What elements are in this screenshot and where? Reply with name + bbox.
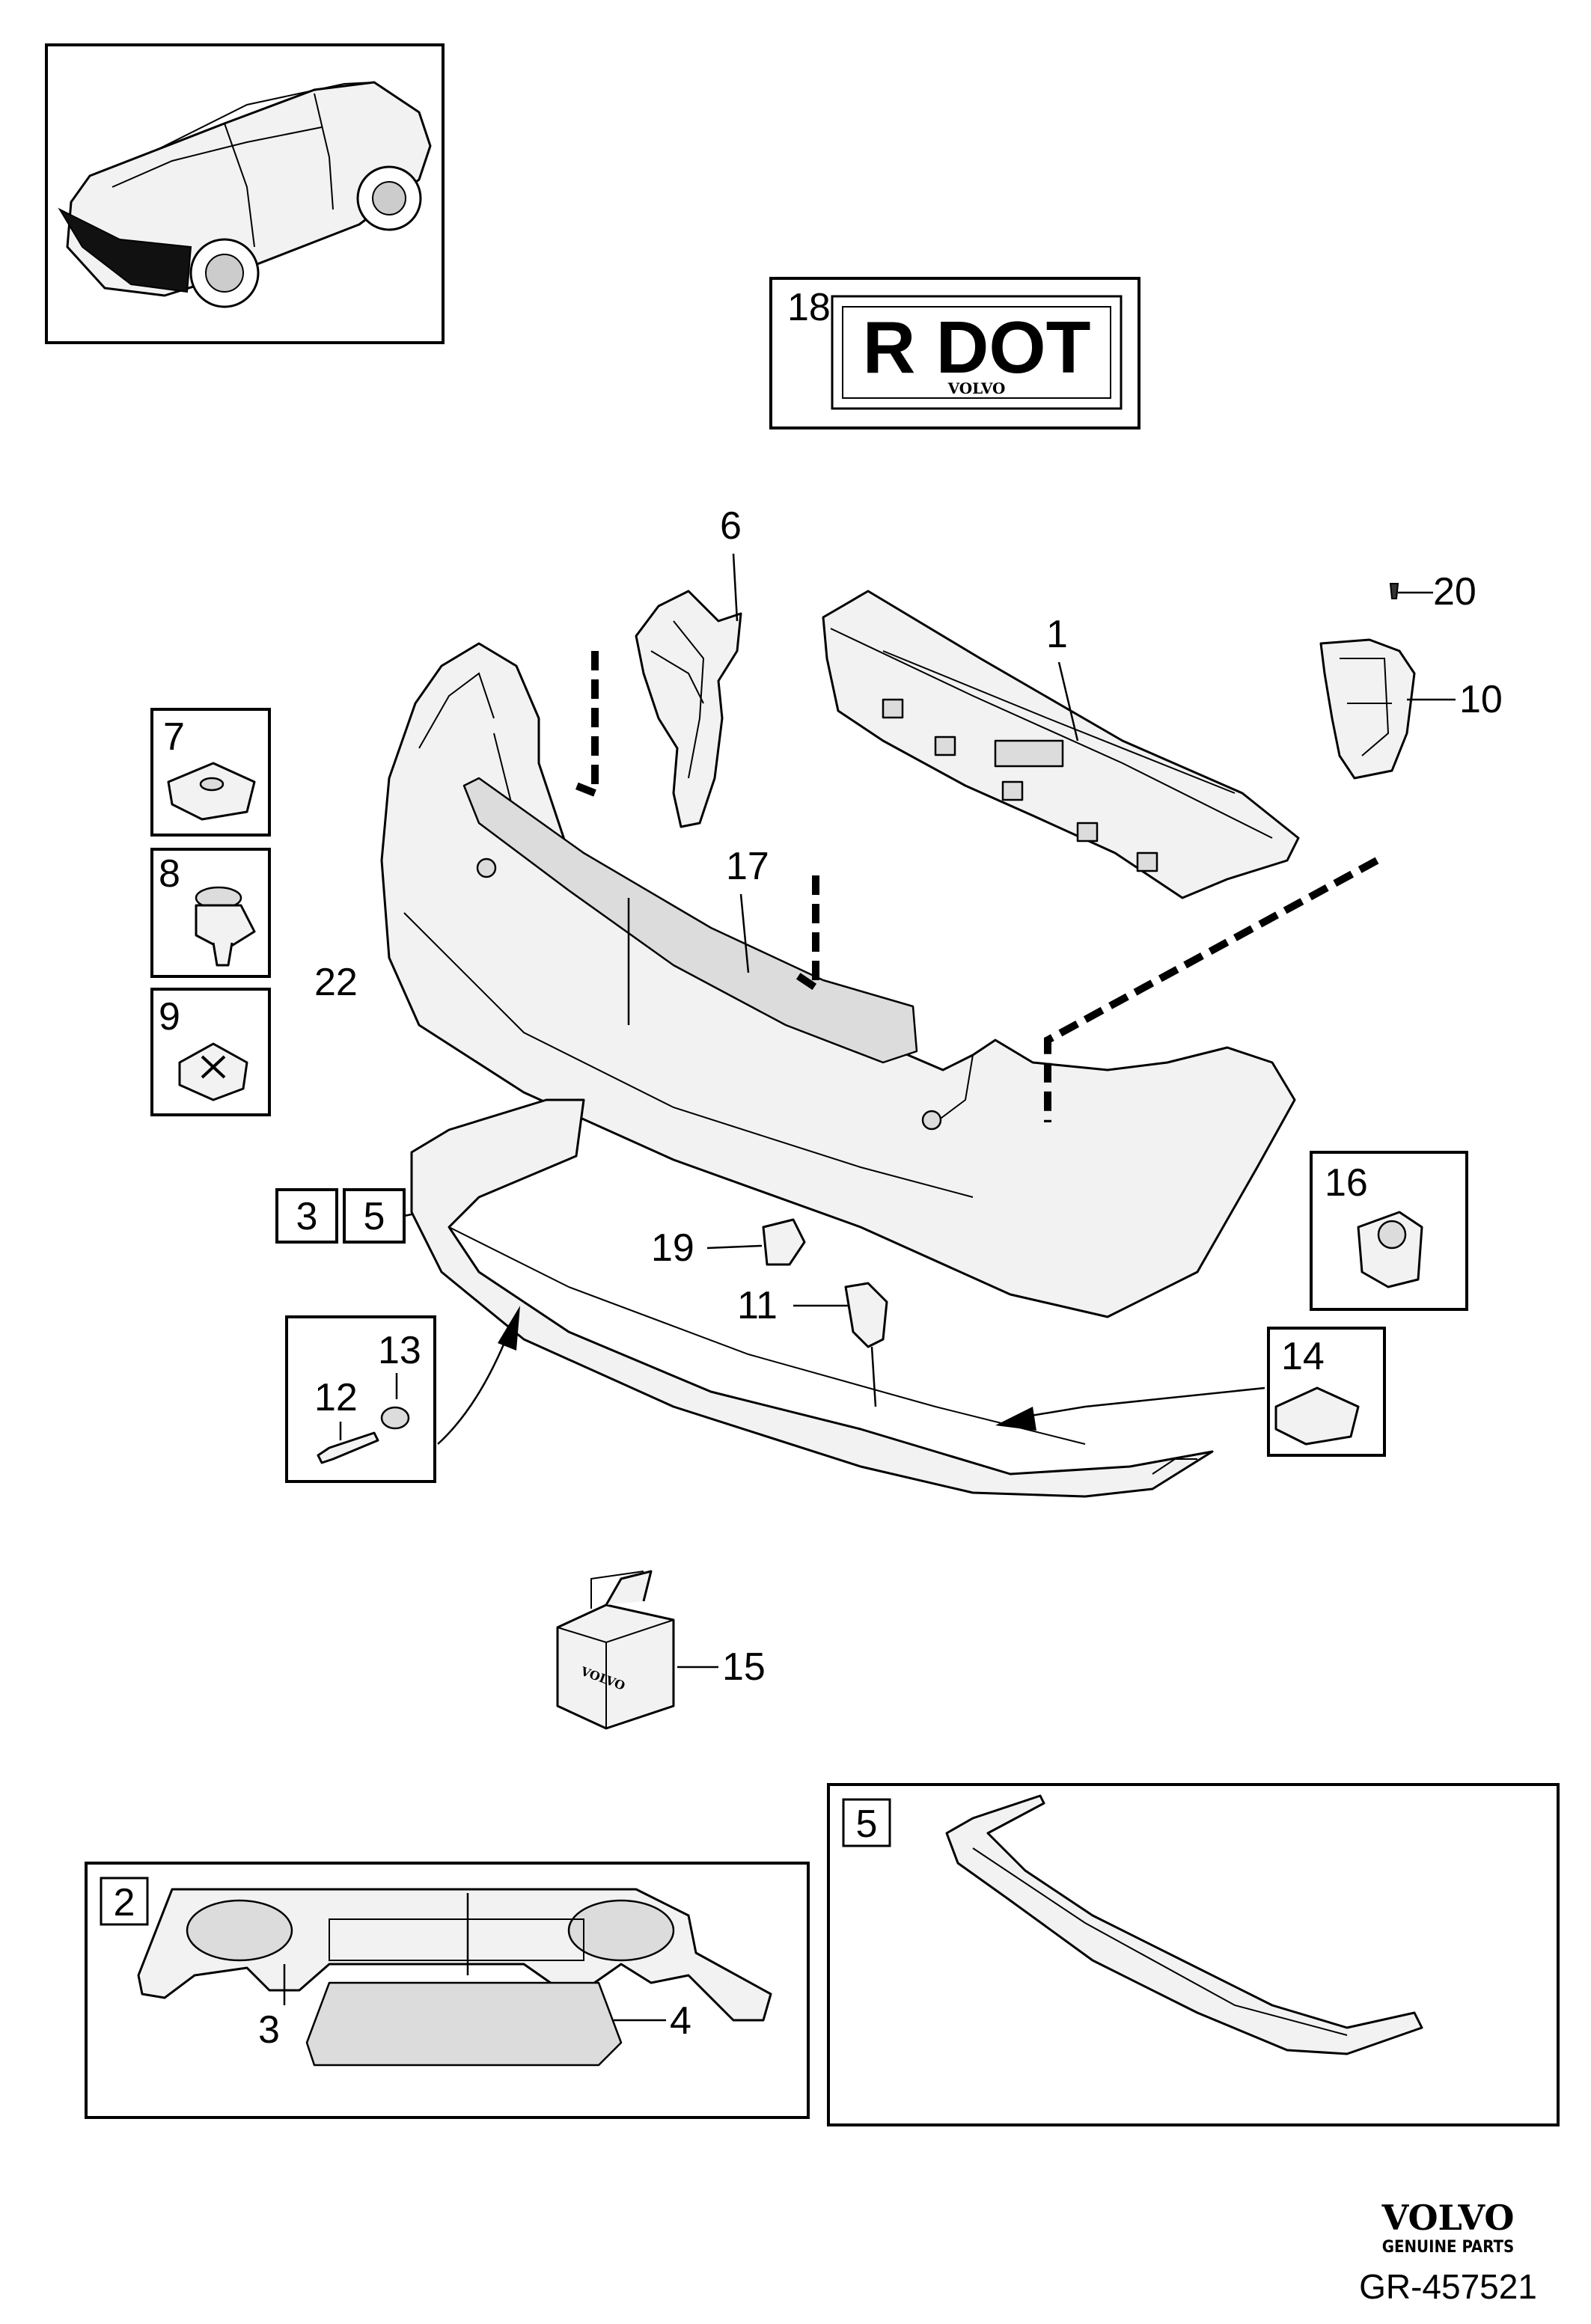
label-14: 14 [1281,1335,1325,1378]
part-diffuser [410,1098,1214,1498]
decal-brand: VOLVO [947,379,1006,397]
part-10-bracket: 20 10 [1319,570,1503,780]
footer-ref: GR-457521 [1359,2267,1537,2306]
decal-text: R DOT [863,306,1091,388]
detail-2-box: 2 3 4 [85,1862,810,2119]
decal-box: 18 R DOT VOLVO [769,277,1140,429]
label-11: 11 [737,1284,778,1327]
label-2: 2 [114,1881,135,1924]
part-1-reinforcement: 1 [822,590,1300,899]
label-1: 1 [1046,613,1068,656]
connector-6 [575,651,599,799]
footer-brand: VOLVO [1381,2198,1515,2238]
label-18: 18 [787,286,831,329]
label-12: 12 [314,1376,358,1419]
part-12-13-box: 13 12 [285,1306,520,1483]
label-5-ref: 5 [364,1195,385,1238]
part-9-box: 9 [150,988,271,1116]
part-8-box: 8 [150,848,271,978]
label-3-ref: 3 [296,1195,318,1238]
part-14-box: 14 [995,1327,1386,1457]
label-9: 9 [159,995,180,1039]
part-17-trim-strip: 17 [462,777,918,1064]
label-5-detail: 5 [856,1802,878,1846]
part-16-box: 16 [1310,1151,1468,1311]
part-15-kit: VOLVO 15 [556,1570,766,1730]
footer-tagline: GENUINE PARTS [1382,2238,1515,2257]
connector-10 [1044,857,1379,1122]
label-7: 7 [163,715,185,759]
part-19-cap: 19 [651,1218,806,1270]
part-11-bracket: 11 [737,1282,888,1407]
label-3-detail: 3 [258,2008,280,2052]
label-4: 4 [670,1999,691,2043]
label-8: 8 [159,852,180,896]
vehicle-overview-thumbnail [45,43,445,344]
label-19: 19 [651,1226,694,1270]
label-22: 22 [314,961,358,1004]
label-13: 13 [378,1329,421,1372]
footer-branding: VOLVO GENUINE PARTS GR-457521 [1359,2198,1537,2306]
part-7-box: 7 [150,708,271,837]
label-16: 16 [1325,1161,1368,1205]
part-6-bracket: 6 [635,504,742,828]
detail-5-box: 5 [827,1783,1560,2126]
ref-3-5-boxes: 3 5 [275,1188,442,1244]
label-15: 15 [722,1645,766,1689]
label-20: 20 [1433,570,1477,614]
label-6: 6 [720,504,742,548]
connector-1 [791,875,819,995]
label-10: 10 [1459,678,1503,721]
label-17: 17 [726,845,769,888]
